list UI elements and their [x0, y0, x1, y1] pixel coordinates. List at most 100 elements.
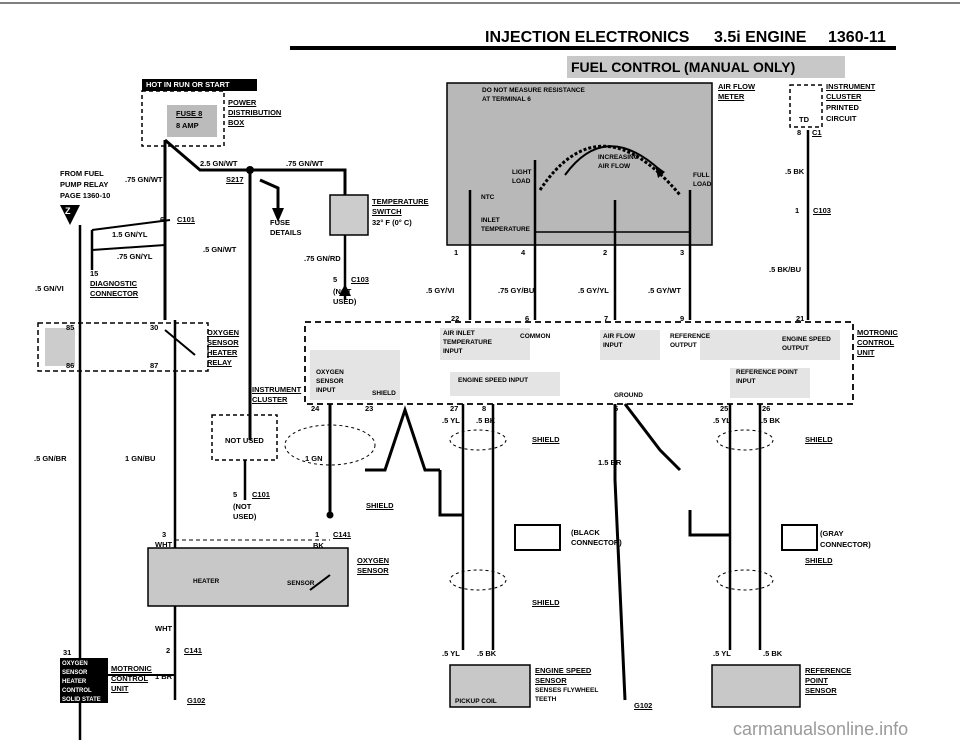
ecu-o2-input-1: OXYGEN [316, 369, 344, 376]
ecu-o2-input-3: INPUT [316, 387, 336, 394]
solid-state-line5: SOLID STATE [62, 697, 101, 703]
o2-not-used-2: USED) [233, 512, 257, 521]
wire-gybu: .75 GY/BU [498, 286, 535, 295]
o2-wht2: WHT [155, 624, 173, 633]
ecu-speed-out-2: OUTPUT [782, 345, 809, 352]
o2-label-1: OXYGEN [357, 556, 390, 565]
temp-not-used-1: (NOT [333, 287, 352, 296]
wire-bk05: .5 BK [785, 167, 805, 176]
speed-label-4: TEETH [535, 696, 557, 703]
ecu-air-inlet-3: INPUT [443, 348, 463, 355]
ecu-engine-speed-input: ENGINE SPEED INPUT [458, 377, 529, 384]
speed-label-1: ENGINE SPEED [535, 666, 592, 675]
ecu-ref-out-1: REFERENCE [670, 333, 711, 340]
ic-c103: C103 [813, 206, 831, 215]
from-fuel-line2: PUMP RELAY [60, 180, 109, 189]
ecu-pin-25: 25 [720, 404, 729, 413]
z-marker-label: Z [65, 206, 71, 216]
relay-pin-85: 85 [66, 323, 75, 332]
relay-label-2: SENSOR [207, 338, 239, 347]
afm-increasing-2: AIR FLOW [598, 163, 631, 170]
mcu-label-2: CONTROL [111, 674, 149, 683]
solid-state-box [60, 658, 108, 703]
speed-bk: .5 BK [476, 416, 496, 425]
ecu-box [304, 321, 854, 405]
ecu-label-2: CONTROL [857, 338, 895, 347]
ref-shield: SHIELD [805, 435, 833, 444]
oxygen-sensor-box [147, 547, 349, 607]
air-flow-meter [446, 82, 713, 246]
ground-g102: G102 [634, 701, 653, 710]
temp-switch-line2: SWITCH [372, 207, 402, 216]
pin-15: 15 [90, 269, 99, 278]
afm-light-load-1: LIGHT [512, 169, 532, 176]
speed-yl: .5 YL [442, 416, 460, 425]
fuse-details-line1: FUSE [270, 218, 291, 227]
ecu-pin-7: 7 [604, 314, 609, 323]
watermark: carmanualsonline.info [733, 719, 909, 739]
afm-inlet-1: INLET [481, 217, 500, 224]
subtitle-banner [567, 56, 845, 78]
afm-ntc: NTC [481, 194, 495, 201]
reference-point-sensor [711, 664, 801, 708]
ecu-pin-26: 26 [762, 404, 771, 413]
ecu-shield: SHIELD [372, 390, 396, 397]
ecu-pin-8: 8 [482, 404, 487, 413]
afm-pin-3: 3 [680, 248, 685, 257]
speed-black-conn-2: CONNECTOR) [571, 538, 622, 547]
wire-gywt: .5 GY/WT [648, 286, 681, 295]
relay-pin-30: 30 [150, 323, 159, 332]
o2-pin-2: 2 [166, 646, 171, 655]
afm-full-load-2: LOAD [693, 181, 712, 188]
afm-label-2: METER [718, 92, 745, 101]
diag-line2: CONNECTOR [90, 289, 139, 298]
ecu-air-flow-1: AIR FLOW [603, 333, 636, 340]
speed-black-conn-1: (BLACK [571, 528, 600, 537]
temp-switch-line1: TEMPERATURE [372, 197, 429, 206]
header-page-number: 1360-11 [828, 29, 886, 46]
speed-shield-2: SHIELD [532, 598, 560, 607]
ic-td: TD [799, 115, 809, 124]
ref-label-2: POINT [805, 676, 828, 685]
ecu-air-inlet-2: TEMPERATURE [443, 339, 492, 346]
ref-yl-2: .5 YL [713, 649, 731, 658]
relay-box [37, 322, 209, 372]
ecu-pin-9: 9 [680, 314, 685, 323]
ecu-ground: GROUND [614, 392, 643, 399]
pin-6: 6 [160, 215, 165, 224]
o2-pin-5: 5 [233, 490, 238, 499]
afm-full-load-1: FULL [693, 172, 710, 179]
s217-label: S217 [226, 175, 244, 184]
ecu-o2-input-2: SENSOR [316, 378, 344, 385]
wire-gnwt-075b: .75 GN/WT [286, 159, 324, 168]
relay-label-3: HEATER [207, 348, 238, 357]
ref-yl: .5 YL [713, 416, 731, 425]
ecu-ref-point-2: INPUT [736, 378, 756, 385]
wire-gnwt-25: 2.5 GN/WT [200, 159, 238, 168]
ecu-pin-23: 23 [365, 404, 374, 413]
solid-state-line4: CONTROL [62, 688, 92, 694]
fuse-number: FUSE 8 [176, 109, 203, 118]
o2-shield: SHIELD [366, 501, 394, 510]
afm-pin-2: 2 [603, 248, 608, 257]
relay-label-4: RELAY [207, 358, 232, 367]
ecu-pin-22: 22 [451, 314, 460, 323]
hot-label-bar [142, 79, 257, 91]
hot-label: HOT IN RUN OR START [146, 80, 230, 89]
from-fuel-line1: FROM FUEL [60, 169, 104, 178]
afm-light-load-2: LOAD [512, 178, 531, 185]
o2-not-used-1: (NOT [233, 502, 252, 511]
dist-box-line3: BOX [228, 118, 245, 127]
ecu-pin-6: 6 [525, 314, 530, 323]
relay-ic-1: INSTRUMENT [252, 385, 302, 394]
z-marker [60, 205, 80, 225]
relay-ic-2: CLUSTER [252, 395, 288, 404]
ecu-pin-27: 27 [450, 404, 459, 413]
fuse-amp: 8 AMP [176, 121, 199, 130]
ecu-label-1: MOTRONIC [857, 328, 898, 337]
temp-switch-spec: 32° F (0° C) [372, 218, 412, 227]
ecu-speed-out-1: ENGINE SPEED [782, 336, 831, 343]
speed-pickup: PICKUP COIL [455, 698, 497, 705]
o2-wht: WHT [155, 540, 173, 549]
